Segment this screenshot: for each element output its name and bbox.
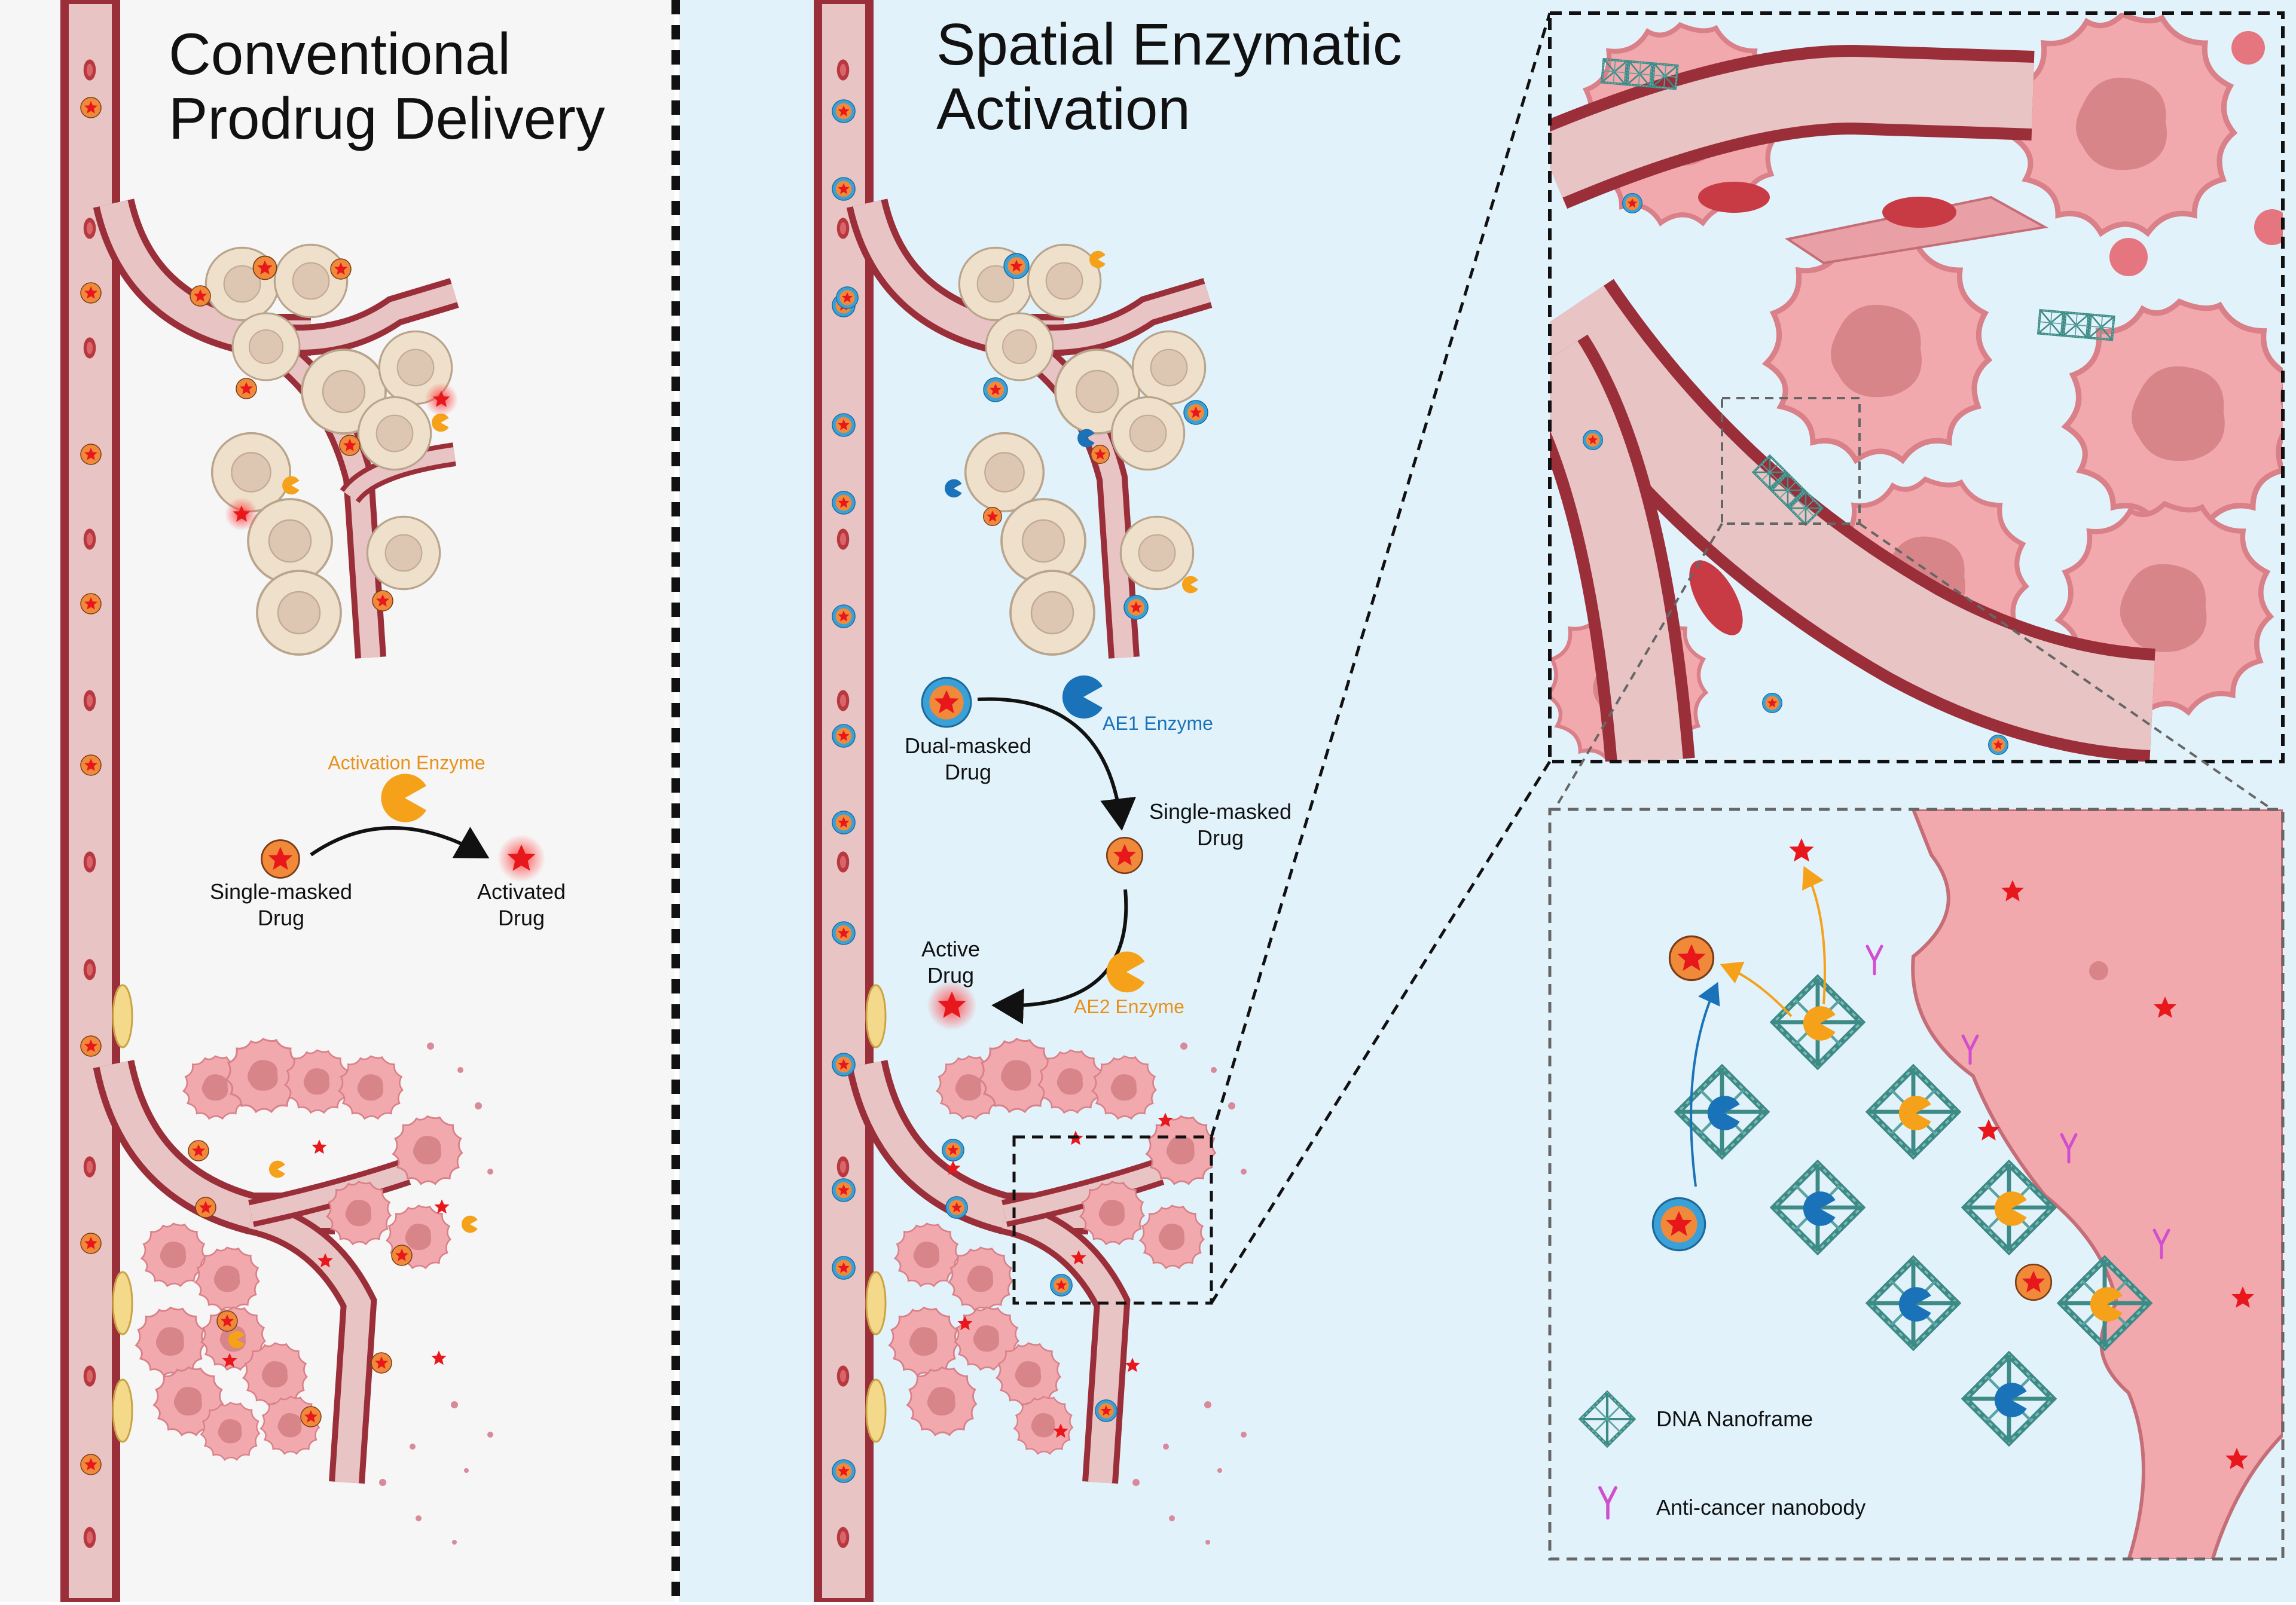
dual-masked-drug-label: Dual-masked Drug <box>904 733 1032 784</box>
zoom-connector-lines <box>1210 13 1552 1304</box>
right-legend <box>921 675 1145 1031</box>
inset-mechanism <box>1550 809 2283 1559</box>
right-tumor-tissue <box>889 1038 1247 1545</box>
inset-connector-lines <box>1553 522 2273 811</box>
tumor-cell-membrane <box>1911 809 2283 1559</box>
right-panel-title: Spatial Enzymatic Activation <box>936 11 1402 142</box>
right-pericytes <box>865 984 887 1443</box>
inset-tissue-border <box>1548 11 2285 763</box>
activated-drug-label: Activated Drug <box>477 879 566 930</box>
left-healthy-tissue <box>190 243 458 656</box>
nanobody-label: Anti-cancer nanobody <box>1656 1495 1866 1520</box>
left-legend <box>261 774 545 882</box>
active-drug-label: Active Drug <box>921 937 981 988</box>
left-pericytes <box>112 984 133 1443</box>
single-masked-drug-label: Single-masked Drug <box>209 879 353 930</box>
activation-arrow <box>310 826 490 858</box>
single-masked-drug-icon <box>261 839 300 879</box>
inset-tissue-zoom <box>1550 13 2283 762</box>
dna-nanoframe-label: DNA Nanoframe <box>1656 1407 1813 1431</box>
ae1-arrow <box>977 697 1136 831</box>
ae2-enzyme-label: AE2 Enzyme <box>1074 996 1184 1017</box>
activation-enzyme-label: Activation Enzyme <box>328 752 486 774</box>
inset-mechanism-border <box>1548 808 2285 1561</box>
ae2-arrow <box>991 889 1128 1025</box>
right-vessel <box>814 0 1213 1605</box>
dual-masked-drug-icon <box>921 677 972 728</box>
zoom-region-box <box>1012 1135 1213 1305</box>
left-panel-title: Conventional Prodrug Delivery <box>169 21 605 151</box>
left-tumor-tissue <box>135 1038 493 1545</box>
ae1-enzyme-label: AE1 Enzyme <box>1103 713 1213 734</box>
single-masked-drug-label-right: Single-masked Drug <box>1149 799 1292 850</box>
